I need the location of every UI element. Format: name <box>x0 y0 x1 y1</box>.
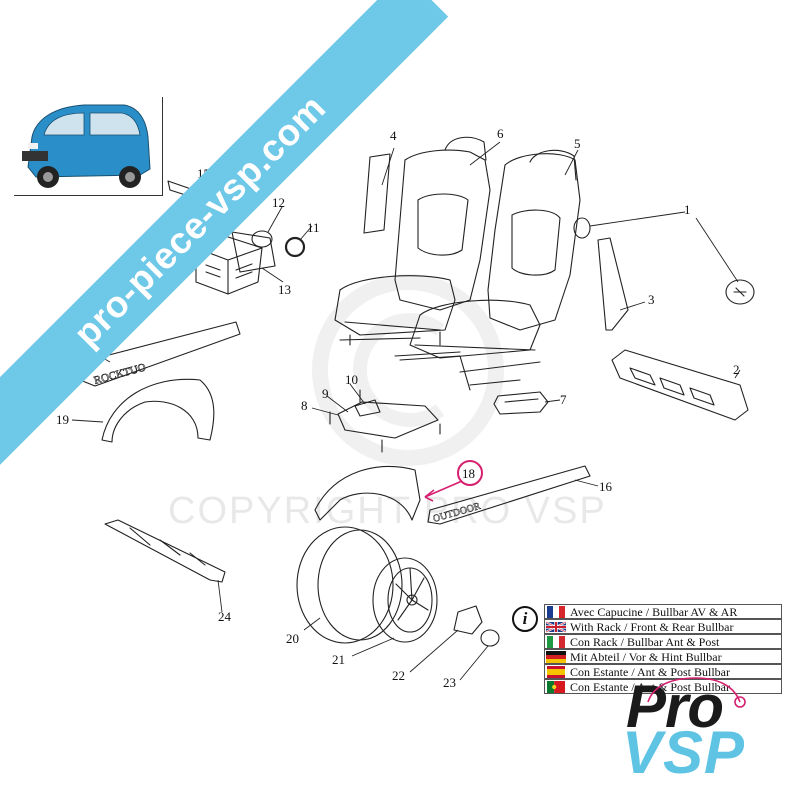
callout-8: 8 <box>301 398 308 413</box>
part-19-wheel-arch <box>101 378 215 443</box>
callout-11: 11 <box>307 220 320 235</box>
part-20-tyre <box>296 526 394 644</box>
callout-22: 22 <box>392 668 405 683</box>
uk-flag-icon <box>546 621 566 633</box>
callout-24: 24 <box>218 609 232 624</box>
logo-car-outline <box>647 677 746 708</box>
callout-21: 21 <box>332 652 345 667</box>
part-16-side-strip <box>427 465 591 525</box>
legend-text-pt: Con Estante / Ant & Post Bullbar <box>570 680 731 694</box>
portugal-flag-icon <box>547 681 565 693</box>
callout-1: 1 <box>684 202 691 217</box>
part-23-badge <box>480 629 500 647</box>
legend-text-fr: Avec Capucine / Bullbar AV & AR <box>570 605 738 619</box>
part-21-rim <box>372 557 438 643</box>
car-image <box>22 104 151 188</box>
part-12-seal <box>251 230 273 248</box>
part-13-frame <box>231 231 276 273</box>
part-3-trim <box>597 237 629 331</box>
callout-20: 20 <box>286 631 299 646</box>
copyright-watermark: COPYRIGHT PRO VSP <box>168 490 607 532</box>
part-22-hub-cap <box>453 605 483 635</box>
callout-3: 3 <box>648 292 655 307</box>
legend-row-es: Con Estante / Ant & Post Bullbar <box>544 664 782 679</box>
legend-row-en: With Rack / Front & Rear Bullbar <box>544 619 782 634</box>
legend-text-es: Con Estante / Ant & Post Bullbar <box>570 665 731 679</box>
part-2-plate <box>611 349 749 421</box>
callout-4: 4 <box>390 128 397 143</box>
callout-18-highlight-ring <box>457 460 483 486</box>
legend-row-it: Con Rack / Bullbar Ant & Post <box>544 634 782 649</box>
spain-flag-icon <box>547 666 565 678</box>
callout-13: 13 <box>278 282 291 297</box>
callout-18: 18 <box>462 466 475 481</box>
logo-line-vsp: VSP <box>622 719 746 786</box>
legend-text-de: Mit Abteil / Vor & Hint Bullbar <box>570 650 722 664</box>
logo-line-pro: Pro <box>626 673 724 740</box>
callout-9: 9 <box>322 386 329 401</box>
seat-rail-drawing <box>339 337 471 391</box>
seat-left-drawing <box>334 136 491 346</box>
callout-23: 23 <box>443 675 456 690</box>
part-1-knob <box>573 217 591 239</box>
legend-text-en: With Rack / Front & Rear Bullbar <box>570 620 734 634</box>
germany-flag-icon <box>546 651 566 663</box>
callout-10: 10 <box>345 372 358 387</box>
callout-2: 2 <box>733 362 740 377</box>
legend-row-de: Mit Abteil / Vor & Hint Bullbar <box>544 649 782 664</box>
pro-vsp-logo: Pro VSP <box>618 673 768 790</box>
france-flag-icon <box>547 606 565 618</box>
legend-row-fr: Avec Capucine / Bullbar AV & AR <box>544 604 782 619</box>
part-1-knob-detail <box>725 279 755 305</box>
info-icon: i <box>512 606 538 632</box>
part-10-plate <box>337 401 439 439</box>
part-24-strip <box>104 519 226 583</box>
part-18-wheel-arch <box>314 465 421 521</box>
copyright-circle-watermark <box>312 274 504 466</box>
callout-16: 16 <box>599 479 613 494</box>
callout-18-leader <box>424 480 463 498</box>
rocktuo-label: ROCKTUO <box>93 362 148 387</box>
legend-text-it: Con Rack / Bullbar Ant & Post <box>570 635 720 649</box>
callout-12: 12 <box>272 195 285 210</box>
part-7-handle <box>493 391 549 415</box>
leader-lines <box>71 141 741 681</box>
outdoor-label: OUTDOOR <box>432 501 482 525</box>
language-legend: Avec Capucine / Bullbar AV & AR With Rac… <box>544 604 782 698</box>
callout-19: 19 <box>56 412 69 427</box>
italy-flag-icon <box>547 636 565 648</box>
part-4-trim <box>363 153 391 234</box>
seat-right-drawing <box>394 149 581 386</box>
callout-5: 5 <box>574 136 581 151</box>
callout-6: 6 <box>497 126 504 141</box>
callout-7: 7 <box>560 392 567 407</box>
part-11-ring <box>284 236 306 258</box>
vehicle-thumbnail <box>14 97 163 196</box>
